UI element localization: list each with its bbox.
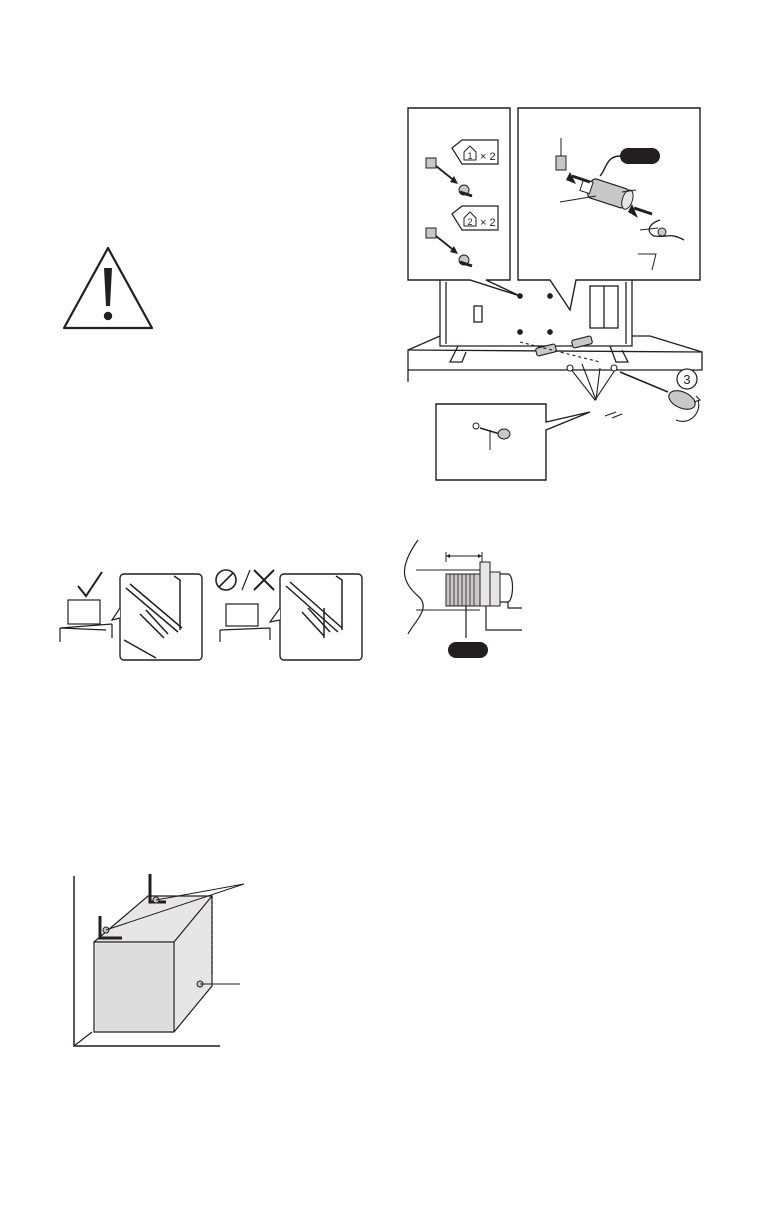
bolt-section-detail	[396, 538, 526, 664]
wrong-placement-illustration	[214, 568, 364, 662]
callout-bottom-screw	[436, 404, 590, 480]
cabinet-wall-mount-diagram	[66, 868, 266, 1052]
tv-stand-assembly-diagram: 3 1 × 2 2 × 2	[400, 100, 710, 490]
lower-screw-step-number: 2	[467, 217, 472, 227]
cross-mark-icon	[254, 570, 274, 590]
prohibited-icon	[216, 570, 236, 590]
upper-screw-step-number: 1	[467, 151, 472, 161]
callout-left-screws: 1 × 2 2 × 2	[408, 108, 520, 296]
screwdriver-step-badge: 3	[677, 369, 697, 389]
check-mark-icon	[78, 572, 102, 596]
callout-right-anchor	[518, 108, 700, 310]
screwdriver-step-number: 3	[683, 372, 690, 387]
warning-triangle-icon	[60, 244, 156, 332]
upper-screw-quantity: × 2	[480, 151, 496, 163]
lower-screw-quantity: × 2	[480, 217, 496, 229]
correct-placement-illustration	[56, 568, 204, 662]
